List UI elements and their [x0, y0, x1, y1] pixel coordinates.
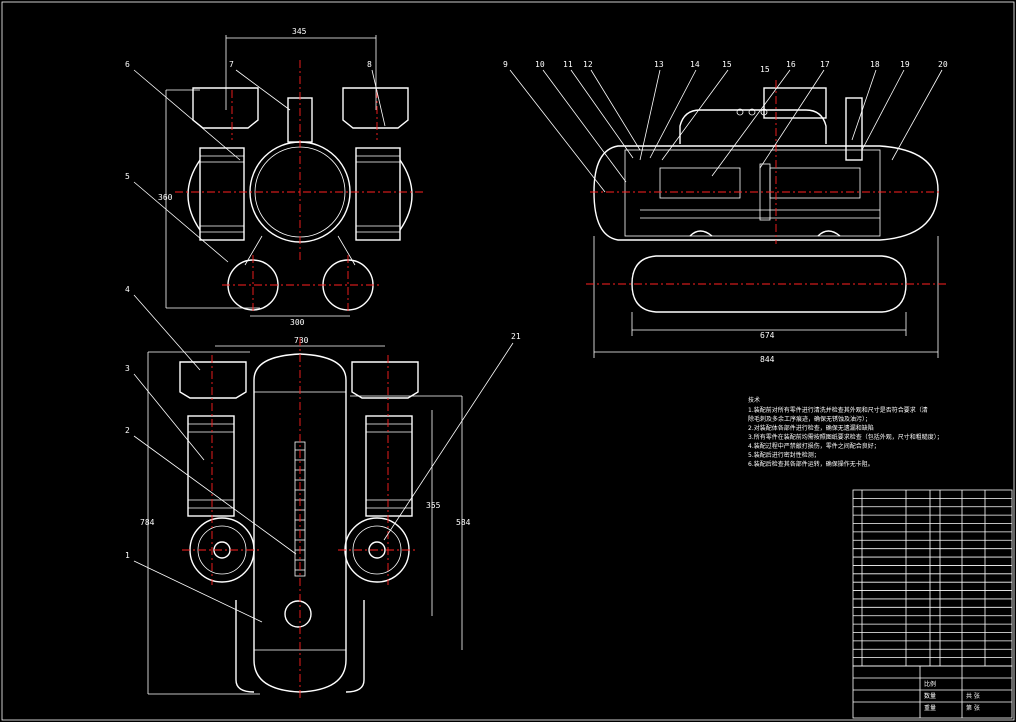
note-line: 2.对装配体各部件进行检查，确保无遗漏和缺陷	[748, 424, 874, 432]
balloon-16: 16	[786, 60, 796, 69]
thruster-cap-left	[192, 87, 259, 129]
balloon-18: 18	[870, 60, 880, 69]
dim-bottom-height: 784	[140, 518, 155, 527]
dim-side-inner: 674	[760, 331, 775, 340]
top-view: 345 360 300	[158, 27, 425, 327]
tb-weight: 重量	[924, 704, 936, 712]
balloon-17: 17	[820, 60, 830, 69]
bom-frame	[852, 489, 1013, 667]
tb-qty: 数量	[924, 692, 936, 700]
balloon-2: 2	[125, 426, 130, 435]
thruster-right	[365, 415, 413, 517]
dim-side-top: 15	[760, 65, 770, 74]
dim-right-outer: 584	[456, 518, 471, 527]
balloon-8: 8	[367, 60, 372, 69]
balloon-19: 19	[900, 60, 910, 69]
balloon-15: 15	[722, 60, 732, 69]
side-view: 674 844 15	[586, 65, 946, 364]
pressure-cylinder	[593, 145, 939, 241]
parts-list-table	[852, 489, 1013, 667]
tb-sheets: 共 张	[966, 692, 980, 700]
balloon-4: 4	[125, 285, 130, 294]
note-line: 6.装配后检查其各部件运转，确保操作无卡阻。	[748, 460, 874, 468]
note-line: 5.装配后进行密封性检测；	[748, 451, 820, 459]
balloon-7: 7	[229, 60, 234, 69]
thruster-cap-right	[342, 87, 409, 129]
handle-block	[763, 87, 827, 119]
balloon-13: 13	[654, 60, 664, 69]
technical-notes: 技术 1.装配前对所有零件进行清洗并检查其外观和尺寸是否符合要求（清 除毛刺及多…	[748, 396, 943, 468]
balloon-20: 20	[938, 60, 948, 69]
tb-scale: 比例	[924, 680, 936, 688]
balloon-5: 5	[125, 172, 130, 181]
hull-port	[284, 600, 312, 628]
balloon-9: 9	[503, 60, 508, 69]
tb-sheet-no: 第 张	[966, 704, 980, 712]
motor-right	[351, 361, 419, 399]
balloon-10: 10	[535, 60, 545, 69]
balloon-12: 12	[583, 60, 593, 69]
cable-gland	[845, 97, 863, 161]
balloon-21: 21	[511, 332, 521, 341]
notes-title: 技术	[748, 396, 760, 404]
dim-top-width: 345	[292, 27, 307, 36]
dim-lower-span: 300	[290, 318, 305, 327]
thruster-body-right	[355, 147, 401, 241]
bottom-pontoon	[631, 255, 907, 313]
carry-handle	[679, 109, 827, 144]
thruster-body-left	[199, 147, 245, 241]
dim-bottom-width: 730	[294, 336, 309, 345]
balloon-11: 11	[563, 60, 573, 69]
balloon-14: 14	[690, 60, 700, 69]
front-view: 784 730 355 584	[140, 336, 471, 700]
note-line: 4.装配过程中严禁敲打损伤，零件之间配合良好；	[748, 442, 880, 450]
balloon-6: 6	[125, 60, 130, 69]
balloon-3: 3	[125, 364, 130, 373]
dim-right-inner: 355	[426, 501, 441, 510]
balloon-1: 1	[125, 551, 130, 560]
note-line: 1.装配前对所有零件进行清洗并检查其外观和尺寸是否符合要求（清	[748, 406, 928, 414]
balloons-front: 6 7 8 5 4 3 2 1 21	[125, 60, 521, 623]
note-line: 除毛刺及多余工序痕迹，确保无锈蚀及油污）；	[748, 415, 871, 423]
title-block: 比例 数量 重量 共 张 第 张	[852, 665, 1013, 719]
note-line: 3.所有零件在装配前均需按照图纸要求检查（包括外观，尺寸和粗糙度）；	[748, 433, 943, 441]
motor-left	[179, 361, 247, 399]
dim-side-outer: 844	[760, 355, 775, 364]
balloons-side: 9 10 11 12 13 14 15 16 17 18 19 20	[503, 60, 948, 193]
dim-top-height: 360	[158, 193, 173, 202]
thruster-left	[187, 415, 235, 517]
main-hull	[253, 353, 347, 693]
